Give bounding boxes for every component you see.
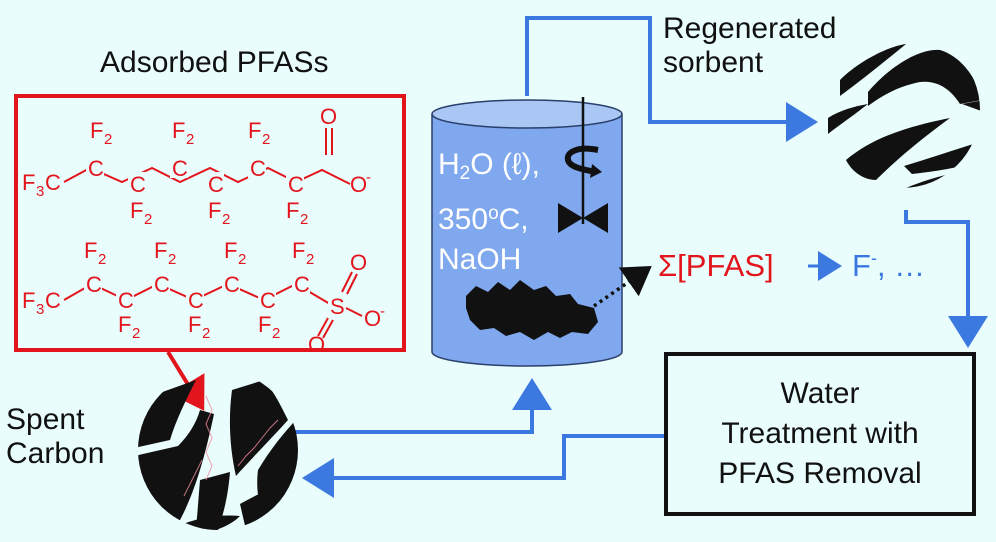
svg-text:2: 2 (132, 325, 140, 342)
reuse-flow-arrow (904, 210, 988, 348)
svg-text:F: F (292, 238, 305, 263)
svg-text:2: 2 (186, 131, 194, 148)
svg-text:F: F (258, 312, 271, 337)
svg-text:3: 3 (36, 301, 44, 318)
svg-text:C: C (86, 272, 102, 297)
svg-text:C: C (45, 170, 61, 195)
fluoride-product-label: F-, … (852, 248, 926, 283)
svg-text:2: 2 (144, 211, 152, 228)
spent-to-reactor-arrow (292, 378, 552, 434)
water-treatment-box: Water Treatment with PFAS Removal (664, 352, 976, 516)
svg-text:C: C (130, 172, 146, 197)
adsorption-arrow (166, 350, 205, 411)
svg-text:F: F (84, 238, 97, 263)
regenerated-sorbent-label: Regenerated sorbent (663, 12, 837, 79)
svg-text:F: F (22, 288, 35, 313)
svg-text:C: C (208, 172, 224, 197)
svg-text:C: C (45, 288, 61, 313)
spent-carbon-icon (138, 380, 298, 530)
svg-text:F: F (248, 118, 261, 143)
reactor-line-2: 350oC, (438, 203, 529, 236)
svg-text:F: F (224, 238, 237, 263)
svg-text:C: C (172, 156, 188, 181)
carbon-particles-icon (466, 280, 598, 340)
svg-text:C: C (154, 272, 170, 297)
reactor-line-1: H2O (ℓ), (438, 148, 540, 184)
regenerated-sorbent-icon (828, 44, 980, 188)
svg-text:O: O (350, 250, 367, 275)
svg-text:F: F (118, 312, 131, 337)
pfas-structures-box (14, 94, 406, 352)
svg-text:F: F (22, 170, 35, 195)
svg-text:S: S (330, 294, 345, 319)
svg-text:2: 2 (238, 251, 246, 268)
regenerated-flow-arrow (525, 16, 818, 142)
svg-text:2: 2 (104, 131, 112, 148)
svg-text:F: F (130, 198, 143, 223)
svg-text:O: O (350, 172, 367, 197)
svg-text:2: 2 (168, 251, 176, 268)
svg-text:2: 2 (98, 251, 106, 268)
reactor-line-3: NaOH (438, 243, 522, 276)
svg-text:C: C (118, 288, 134, 313)
svg-text:O: O (308, 332, 325, 357)
svg-text:2: 2 (202, 325, 210, 342)
svg-text:C: C (88, 156, 104, 181)
svg-text:C: C (288, 172, 304, 197)
svg-text:O: O (364, 306, 381, 331)
svg-text:C: C (294, 272, 310, 297)
svg-text:C: C (224, 272, 240, 297)
svg-text:C: C (260, 288, 276, 313)
svg-text:F: F (154, 238, 167, 263)
adsorbed-molecules-traces (183, 395, 279, 497)
stirrer-icon (558, 97, 608, 233)
spent-carbon-label: Spent Carbon (6, 403, 105, 470)
svg-text:2: 2 (222, 211, 230, 228)
svg-text:3: 3 (36, 183, 44, 200)
svg-text:O: O (320, 104, 337, 129)
svg-text:F: F (172, 118, 185, 143)
pfas-sum-label: Σ[PFAS] (658, 248, 774, 283)
svg-text:-: - (380, 303, 385, 320)
svg-text:-: - (366, 169, 371, 186)
adsorbed-pfas-title: Adsorbed PFASs (100, 46, 329, 79)
svg-text:F: F (188, 312, 201, 337)
svg-text:F: F (286, 198, 299, 223)
svg-text:F: F (208, 198, 221, 223)
svg-text:C: C (188, 288, 204, 313)
svg-text:C: C (250, 156, 266, 181)
svg-text:2: 2 (300, 211, 308, 228)
reactor-conditions: H2O (ℓ), 350oC, NaOH (438, 145, 540, 280)
svg-text:2: 2 (262, 131, 270, 148)
svg-text:2: 2 (272, 325, 280, 342)
svg-text:2: 2 (306, 251, 314, 268)
treatment-to-spent-arrow (302, 434, 664, 498)
svg-text:F: F (90, 118, 103, 143)
